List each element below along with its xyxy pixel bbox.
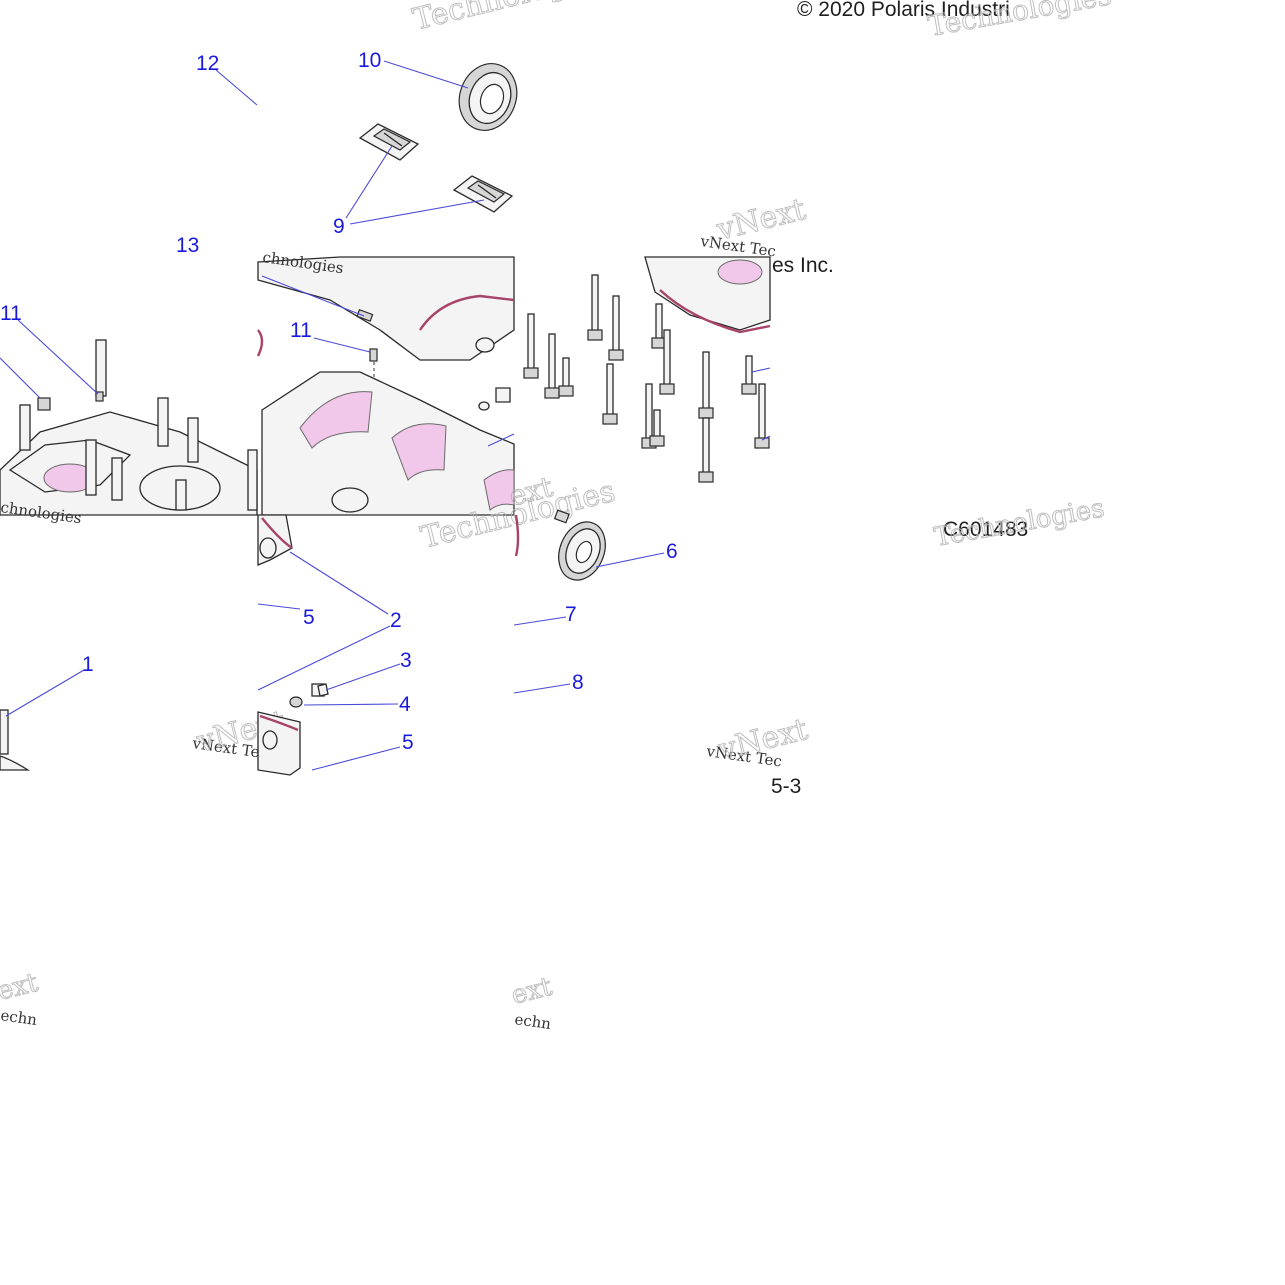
callout-7: 7 — [565, 603, 577, 626]
callout-13: 13 — [176, 234, 199, 257]
copyright-text: © 2020 Polaris Industri — [797, 0, 1010, 21]
tile-top-left — [215, 69, 258, 106]
callout-11-left: 11 — [0, 302, 22, 325]
callout-12: 12 — [196, 52, 219, 75]
tile-bolts: es Inc. vNext Tec vNext — [523, 192, 834, 483]
watermark-bottom-mid-ext: ext — [508, 972, 555, 1011]
tile-lower-left: vNext Tec vNext — [0, 669, 290, 771]
reed-insert-part-2 — [452, 175, 514, 213]
bolt-part-3 — [311, 683, 329, 697]
callout-1: 1 — [82, 653, 94, 676]
tile-top-center: Technologies — [345, 0, 611, 225]
callout-8: 8 — [572, 671, 584, 694]
reed-insert-part-1 — [358, 123, 420, 161]
watermark-mid-right: Technologies — [932, 493, 1107, 552]
watermark-bottom-left-ext: ext — [0, 968, 42, 1007]
watermark-bottom-left-techn: echn — [0, 1006, 39, 1029]
tile-crankcase-center: chnologies Technologies — [256, 248, 619, 556]
callout-5-lower: 5 — [402, 731, 414, 754]
callout-5-upper: 5 — [303, 606, 315, 629]
callout-2: 2 — [390, 609, 402, 632]
drawing-code: C601483 — [943, 518, 1028, 541]
oil-seal-part — [458, 63, 518, 131]
callout-6: 6 — [666, 540, 678, 563]
thrust-washer-part — [558, 521, 606, 581]
tile-lower-center — [257, 514, 401, 776]
callout-labels: 12 10 9 13 11 11 6 5 7 2 3 1 8 4 5 — [0, 49, 678, 754]
callout-9: 9 — [333, 215, 345, 238]
watermark-fragment: Technologies — [409, 0, 610, 38]
callout-11-center: 11 — [290, 319, 312, 342]
page-fragment: 5-3 — [771, 775, 801, 798]
callout-3: 3 — [400, 649, 412, 672]
tile-crankcase-left: chnologies — [0, 319, 258, 527]
copyright-fragment: es Inc. — [772, 254, 834, 277]
watermark-bottom-mid-techn: echn — [513, 1010, 552, 1033]
crankcase-studs — [19, 339, 258, 511]
callout-10: 10 — [358, 49, 381, 72]
long-bolts — [523, 274, 770, 483]
callout-4: 4 — [399, 693, 411, 716]
watermark-top-right: Technologies — [925, 0, 1113, 43]
